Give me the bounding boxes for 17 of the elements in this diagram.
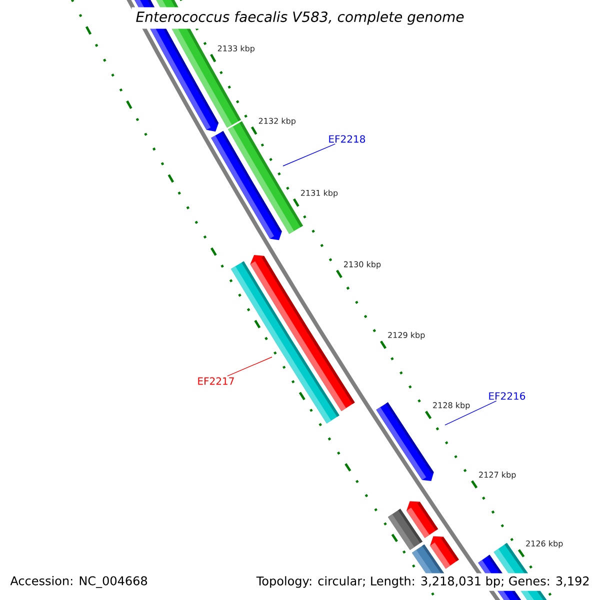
tick-label: 2130 kbp [344,261,381,269]
tick-label: 2132 kbp [258,118,296,126]
accession-text: Accession: NC_004668 [10,576,148,588]
tick-label: 2126 kbp [526,540,563,548]
tick-label: 2127 kbp [479,472,516,480]
tick-label: 2128 kbp [433,402,470,410]
gene-label: EF2218 [329,135,366,143]
gene-label: EF2217 [198,377,234,385]
gene-label: EF2216 [489,392,526,400]
leader-line [444,400,497,426]
tick-label: 2129 kbp [388,332,425,340]
leader-line [282,144,336,166]
summary-text: Topology: circular; Length: 3,218,031 bp; Genes: 3,192 [253,573,593,591]
tick-label: 2133 kbp [218,45,255,53]
title: Enterococcus faecalis V583, complete genome [132,7,468,29]
tick-label: 2131 kbp [300,190,338,198]
leader-line [227,356,272,376]
